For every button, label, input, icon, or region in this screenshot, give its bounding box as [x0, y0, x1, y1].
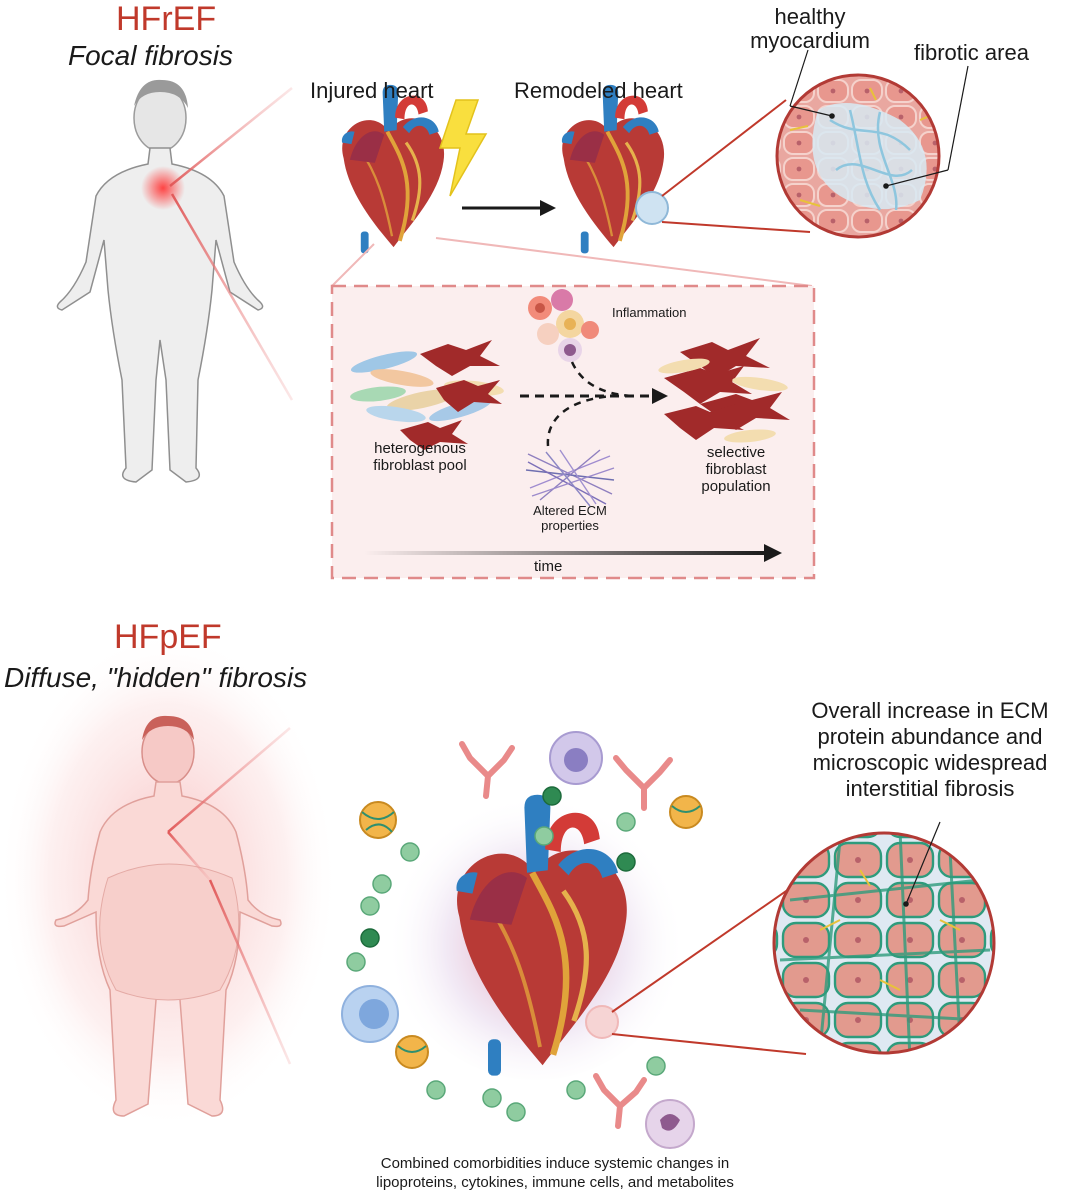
healthy-myocardium-line2: myocardium	[750, 28, 870, 53]
arrowhead-icon	[540, 200, 556, 216]
overall-line3: microscopic widespread	[812, 750, 1048, 775]
overall-line1: Overall increase in ECM	[811, 698, 1049, 723]
inflammation-cells-illustration	[528, 289, 599, 362]
ray-line	[169, 87, 293, 187]
ecm-fibers-illustration	[525, 449, 615, 507]
pointer-dot	[829, 113, 835, 119]
selective-population-label: selective fibroblast population	[656, 444, 816, 495]
body-silhouette-hfref	[56, 79, 264, 483]
overall-line2: protein abundance and	[817, 724, 1043, 749]
injured-heart-illustration	[339, 82, 447, 256]
pointer-dot	[903, 901, 909, 907]
arrowhead-icon	[652, 388, 668, 404]
zoom-line	[661, 99, 787, 197]
pointer-line	[905, 821, 941, 905]
selective-line3: population	[701, 478, 771, 495]
hfpef-subtitle: Diffuse, "hidden" fibrosis	[4, 662, 308, 693]
zoom-line	[611, 879, 803, 1013]
selective-line1: selective	[706, 444, 766, 461]
selective-fibroblast-illustration	[658, 338, 790, 443]
healthy-myocardium-label: healthy myocardium	[720, 4, 900, 54]
circulating-factors-illustration	[341, 731, 703, 1149]
fibrotic-area-label: fibrotic area	[914, 40, 1029, 65]
altered-ecm-label: Altered ECM properties	[500, 503, 640, 533]
heterogenous-line2: fibroblast pool	[373, 457, 467, 474]
pointer-line	[947, 65, 969, 171]
ray-line	[208, 879, 292, 1065]
hfpef-title: HFpEF	[114, 618, 222, 656]
ray-line	[167, 831, 211, 881]
zoom-line	[611, 1033, 807, 1055]
ray-line	[170, 193, 294, 401]
dashed-curve	[570, 361, 633, 398]
overall-line4: interstitial fibrosis	[845, 776, 1015, 801]
ray-line	[167, 727, 291, 833]
pointer-line	[789, 49, 809, 107]
zoom-line	[435, 237, 813, 287]
magnified-tissue-hfpef	[772, 831, 996, 1055]
arrowhead-icon	[764, 544, 782, 562]
remodeled-heart-illustration	[559, 82, 667, 256]
pointer-dot	[883, 183, 889, 189]
hfref-subtitle: Focal fibrosis	[68, 40, 233, 71]
selective-line2: fibroblast	[705, 461, 767, 478]
pointer-line	[885, 169, 949, 187]
zoom-line	[331, 243, 375, 287]
comorb-line2: lipoproteins, cytokines, immune cells, a…	[376, 1174, 734, 1191]
body-silhouette-hfpef	[54, 715, 282, 1117]
comorb-line1: Combined comorbidities induce systemic c…	[380, 1155, 730, 1172]
ecm-line2: properties	[541, 518, 599, 533]
pointer-line	[789, 105, 833, 117]
time-arrow	[364, 551, 766, 555]
fibroblast-pool-illustration	[350, 340, 504, 450]
zoom-line	[661, 221, 811, 233]
overall-increase-label: Overall increase in ECM protein abundanc…	[790, 698, 1070, 802]
hfref-title: HFrEF	[116, 0, 217, 38]
time-label: time	[534, 558, 563, 575]
heterogenous-line1: heterogenous	[374, 440, 466, 457]
inflammation-label: Inflammation	[612, 305, 687, 320]
comorbidities-caption: Combined comorbidities induce systemic c…	[330, 1154, 780, 1192]
magnified-tissue-hfref	[775, 73, 941, 239]
injured-heart-label: Injured heart	[310, 78, 434, 103]
healthy-myocardium-line1: healthy	[774, 4, 846, 29]
fibrotic-spot	[635, 191, 669, 225]
ecm-line1: Altered ECM	[533, 503, 607, 518]
remodeled-heart-label: Remodeled heart	[514, 78, 683, 103]
heterogenous-pool-label: heterogenous fibroblast pool	[340, 440, 500, 474]
lightning-icon	[438, 99, 488, 197]
tissue-spot	[585, 1005, 619, 1039]
